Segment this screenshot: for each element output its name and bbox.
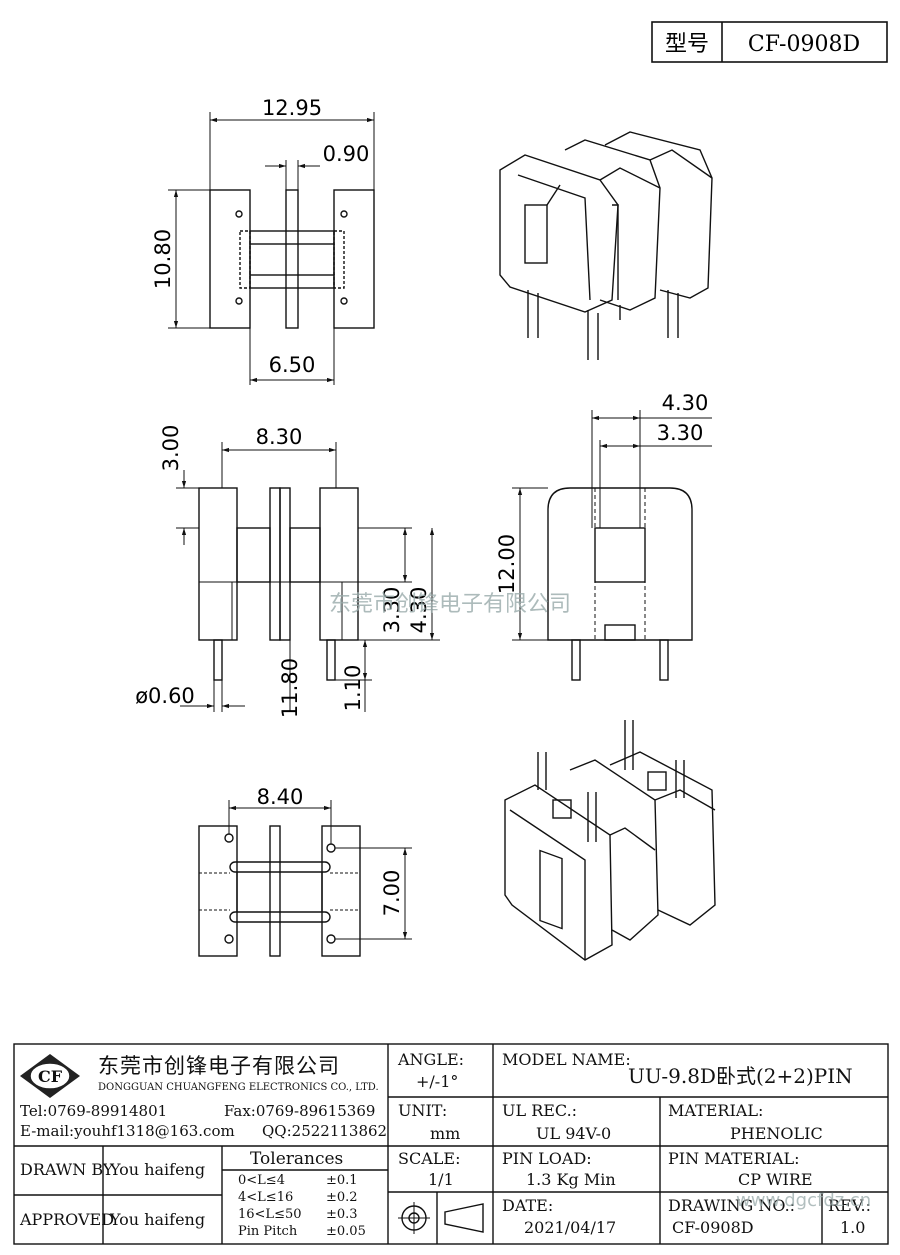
title-block-grid: [13, 1043, 889, 1245]
projection-symbol: [398, 1202, 484, 1234]
tol-range-1: 4<L≤16: [238, 1190, 294, 1205]
tel-text: Tel:0769-89914801: [20, 1102, 168, 1120]
dim-3-00: 3.00: [159, 425, 183, 472]
tol-value-0: ±0.1: [326, 1173, 358, 1188]
front-view: [176, 442, 440, 712]
material-value: PHENOLIC: [730, 1124, 823, 1143]
dim-6-50: 6.50: [269, 353, 316, 377]
pin-material-label: PIN MATERIAL:: [668, 1149, 800, 1168]
dim-3-30-side: 3.30: [657, 421, 704, 445]
ul-label: UL REC.:: [502, 1101, 578, 1120]
approved-value: You haifeng: [110, 1210, 206, 1229]
type-label: 型号: [665, 32, 709, 57]
email-text: E-mail:youhf1318@163.com: [20, 1122, 235, 1140]
unit-label: UNIT:: [398, 1101, 448, 1120]
company-name-en: DONGGUAN CHUANGFENG ELECTRONICS CO., LTD…: [98, 1082, 379, 1093]
bottom-view: [198, 800, 412, 957]
date-label: DATE:: [502, 1196, 554, 1215]
unit-value: mm: [430, 1124, 461, 1143]
svg-text:CF: CF: [38, 1067, 63, 1086]
rev-value: 1.0: [840, 1218, 866, 1237]
dim-3-30-front: 3.30: [380, 587, 404, 634]
tol-range-2: 16<L≤50: [238, 1207, 302, 1222]
pin-load-value: 1.3 Kg Min: [526, 1170, 616, 1189]
dim-8-40: 8.40: [257, 785, 304, 809]
iso-view-bottom: [504, 720, 716, 961]
dim-11-80: 11.80: [278, 658, 302, 718]
dim-1-10: 1.10: [341, 665, 365, 712]
tolerances-label: Tolerances: [250, 1149, 344, 1169]
angle-label: ANGLE:: [398, 1050, 465, 1069]
dim-8-30: 8.30: [256, 425, 303, 449]
date-value: 2021/04/17: [524, 1218, 617, 1237]
approved-label: APPROVED: [20, 1210, 115, 1229]
dim-4-30-front: 4.30: [407, 587, 431, 634]
dim-7-00: 7.00: [380, 870, 404, 917]
top-view: [168, 112, 375, 385]
model-value: UU-9.8D卧式(2+2)PIN: [628, 1064, 853, 1088]
rev-label: REV.:: [828, 1196, 871, 1215]
qq-text: QQ:2522113862: [262, 1122, 388, 1140]
iso-view-top: [499, 131, 713, 360]
dim-12-00: 12.00: [495, 534, 519, 594]
fax-text: Fax:0769-89615369: [224, 1102, 376, 1120]
tol-value-1: ±0.2: [326, 1190, 358, 1205]
scale-label: SCALE:: [398, 1149, 461, 1168]
drawing-no-value: CF-0908D: [672, 1218, 754, 1237]
company-logo: CF: [20, 1054, 80, 1098]
website-watermark: www.dgcfdz.cn: [736, 1190, 872, 1211]
dim-4-30-side: 4.30: [662, 391, 709, 415]
header-box: 型号 CF-0908D: [651, 21, 888, 63]
dim-pin-diameter: ø0.60: [135, 684, 195, 708]
tol-range-0: 0<L≤4: [238, 1173, 285, 1188]
material-label: MATERIAL:: [668, 1101, 764, 1120]
watermark: 东莞市创锋电子有限公司: [329, 592, 571, 617]
company-name-cn: 东莞市创锋电子有限公司: [98, 1054, 340, 1078]
drawn-by-value: You haifeng: [110, 1160, 206, 1179]
scale-value: 1/1: [428, 1170, 454, 1189]
tol-range-3: Pin Pitch: [238, 1224, 298, 1239]
ul-value: UL 94V-0: [536, 1124, 612, 1143]
tol-value-3: ±0.05: [326, 1224, 366, 1239]
drawn-by-label: DRAWN BY: [20, 1160, 114, 1179]
dim-12-95: 12.95: [262, 96, 322, 120]
dim-0-90: 0.90: [323, 142, 370, 166]
pin-load-label: PIN LOAD:: [502, 1149, 592, 1168]
type-value: CF-0908D: [748, 32, 860, 57]
dim-10-80: 10.80: [151, 229, 175, 289]
model-label: MODEL NAME:: [502, 1050, 631, 1069]
pin-material-value: CP WIRE: [738, 1170, 813, 1189]
angle-value: +/-1°: [416, 1072, 459, 1091]
drawing-no-label: DRAWING NO.:: [668, 1196, 796, 1215]
tol-value-2: ±0.3: [326, 1207, 358, 1222]
side-view: [512, 410, 712, 681]
